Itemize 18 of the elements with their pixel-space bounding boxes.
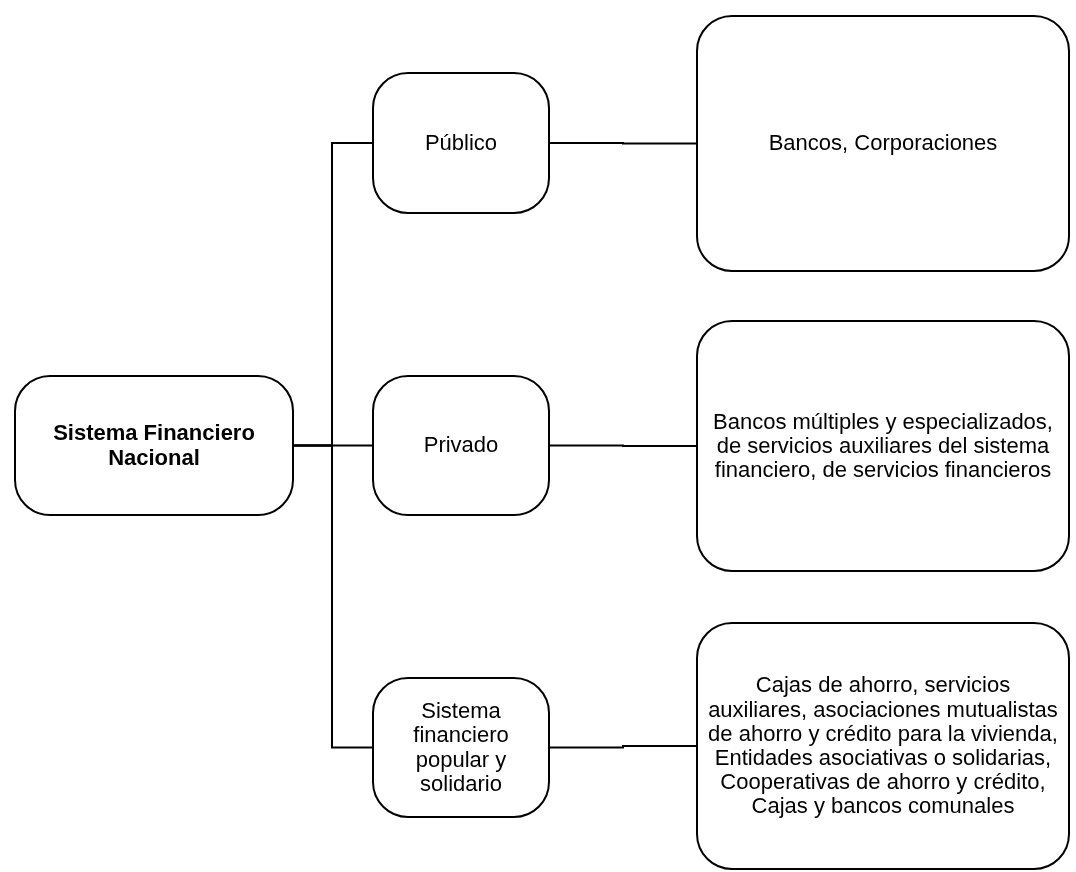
rounded-box: [372, 375, 550, 516]
connector-line: [549, 444, 697, 447]
box-text: Bancos múltiples y especializados, de servicios auxiliares del sistema financiero, de servicios financieros: [712, 409, 1054, 483]
box-text: Sistema financiero popular y solidario: [412, 699, 510, 796]
rounded-box: [14, 375, 294, 516]
rounded-box: [372, 677, 550, 818]
rounded-box: [372, 72, 550, 214]
connector-line: [293, 444, 373, 749]
connector-line: [549, 745, 697, 749]
box-text: Cajas de ahorro, servicios auxiliares, asociaciones mutualistas de ahorro y crédito para la vivienda, Entidades asociativas o solidarias, Cooperativas de ahorro y crédito, Cajas y bancos comunales: [708, 673, 1058, 819]
box-text: Sistema Financiero Nacional: [52, 421, 256, 470]
connector-line: [549, 142, 697, 145]
rounded-box: [696, 320, 1070, 572]
box-text: Privado: [423, 433, 499, 458]
box-text: Público: [424, 130, 498, 156]
rounded-box: [696, 15, 1070, 272]
box-text: Bancos, Corporaciones: [768, 131, 998, 156]
rounded-box: [696, 622, 1070, 870]
